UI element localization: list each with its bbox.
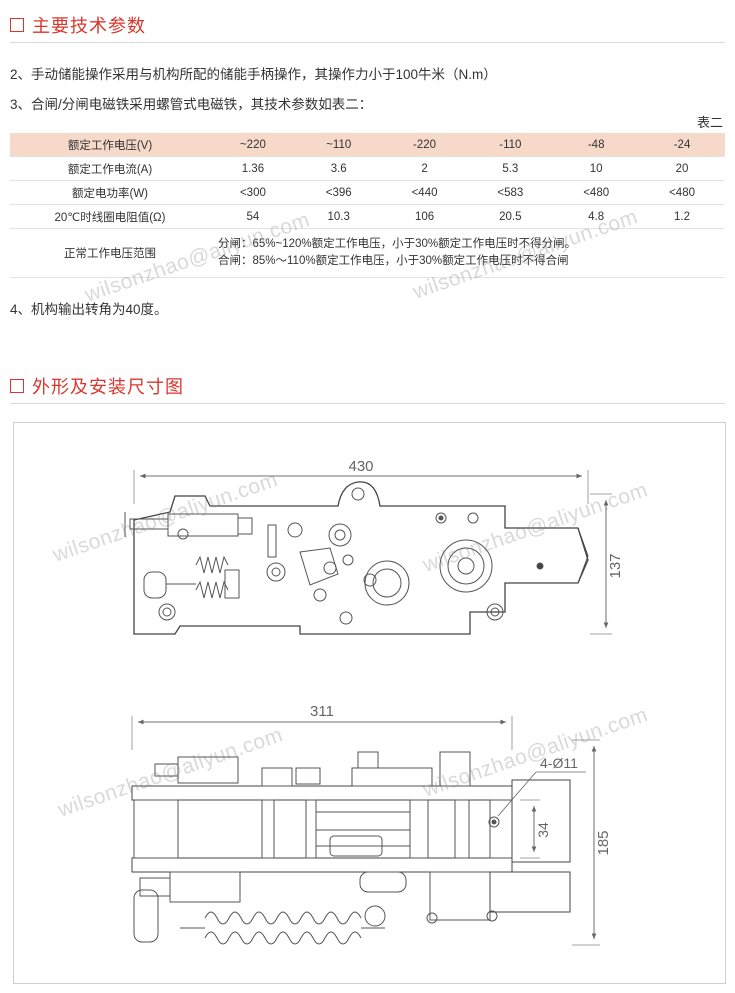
voltage-range-note: 分闸：65%~120%额定工作电压，小于30%额定工作电压时不得分闸。 合闸：8… bbox=[210, 228, 725, 278]
table-cell: 106 bbox=[381, 204, 468, 229]
table-header-row: 额定工作电压(V) ~220 ~110 -220 -110 -48 -24 bbox=[10, 133, 725, 157]
table-cell: <396 bbox=[295, 180, 382, 205]
section-heading-specs: 主要技术参数 bbox=[10, 12, 146, 38]
table-cell: <583 bbox=[467, 180, 554, 205]
table-cell: 5.3 bbox=[467, 156, 554, 181]
paragraph-3: 3、合闸/分闸电磁铁采用螺管式电磁铁，其技术参数如表二： bbox=[10, 97, 373, 112]
row-label: 额定电功率(W) bbox=[10, 180, 210, 205]
divider bbox=[10, 403, 725, 404]
drawing-frame bbox=[13, 422, 726, 984]
header-cell: -24 bbox=[639, 133, 725, 157]
table-cell: 2 bbox=[381, 156, 468, 181]
table-cell: <480 bbox=[553, 180, 640, 205]
header-label: 额定工作电压(V) bbox=[10, 133, 210, 157]
spec-table: 额定工作电压(V) ~220 ~110 -220 -110 -48 -24 额定… bbox=[10, 133, 725, 278]
note-line-close: 合闸：85%～110%额定工作电压，小于30%额定工作电压时不得合闸 bbox=[218, 255, 569, 267]
dim-side-height: 185 bbox=[595, 830, 612, 855]
header-cell: ~110 bbox=[295, 133, 382, 157]
table-cell: 54 bbox=[210, 204, 296, 229]
divider bbox=[10, 42, 725, 43]
header-cell: -110 bbox=[467, 133, 554, 157]
section-title: 外形及安装尺寸图 bbox=[32, 377, 184, 397]
header-cell: ~220 bbox=[210, 133, 296, 157]
table-row-voltage-range: 正常工作电压范围 分闸：65%~120%额定工作电压，小于30%额定工作电压时不… bbox=[10, 228, 725, 278]
note-line-open: 分闸：65%~120%额定工作电压，小于30%额定工作电压时不得分闸。 bbox=[218, 238, 577, 250]
table-cell: 4.8 bbox=[553, 204, 640, 229]
table-row: 额定工作电流(A) 1.36 3.6 2 5.3 10 20 bbox=[10, 156, 725, 181]
table-row: 20℃时线圈电阻值(Ω) 54 10.3 106 20.5 4.8 1.2 bbox=[10, 204, 725, 229]
table-cell: 10.3 bbox=[295, 204, 382, 229]
header-cell: -220 bbox=[381, 133, 468, 157]
section-title: 主要技术参数 bbox=[32, 16, 146, 36]
dim-side-width: 311 bbox=[310, 703, 334, 720]
dim-top-height: 137 bbox=[607, 553, 624, 578]
side-view bbox=[131, 716, 600, 946]
table-cell: 20 bbox=[639, 156, 725, 181]
section-heading-dimensions: 外形及安装尺寸图 bbox=[10, 373, 184, 399]
square-bullet-icon bbox=[10, 18, 24, 32]
table-cell: <440 bbox=[381, 180, 468, 205]
table-cell: <480 bbox=[639, 180, 725, 205]
dim-side-small: 34 bbox=[535, 822, 551, 838]
top-view bbox=[124, 470, 612, 635]
table-cell: 10 bbox=[553, 156, 640, 181]
paragraph-4: 4、机构输出转角为40度。 bbox=[10, 302, 168, 317]
row-label: 20℃时线圈电阻值(Ω) bbox=[10, 204, 210, 229]
table-cell: 3.6 bbox=[295, 156, 382, 181]
dim-top-width: 430 bbox=[348, 458, 373, 475]
table-cell: <300 bbox=[210, 180, 296, 205]
row-label: 正常工作电压范围 bbox=[10, 228, 210, 278]
table-cell: 1.36 bbox=[210, 156, 296, 181]
table-row: 额定电功率(W) <300 <396 <440 <583 <480 <480 bbox=[10, 180, 725, 205]
table-cell: 1.2 bbox=[639, 204, 725, 229]
table-cell: 20.5 bbox=[467, 204, 554, 229]
row-label: 额定工作电流(A) bbox=[10, 156, 210, 181]
paragraph-2: 2、手动储能操作采用与机构所配的储能手柄操作，其操作力小于100牛米（N.m） bbox=[10, 67, 497, 82]
table-caption: 表二 bbox=[696, 115, 723, 130]
square-bullet-icon bbox=[10, 379, 24, 393]
hole-spec-label: 4-Ø11 bbox=[540, 755, 578, 771]
header-cell: -48 bbox=[553, 133, 640, 157]
